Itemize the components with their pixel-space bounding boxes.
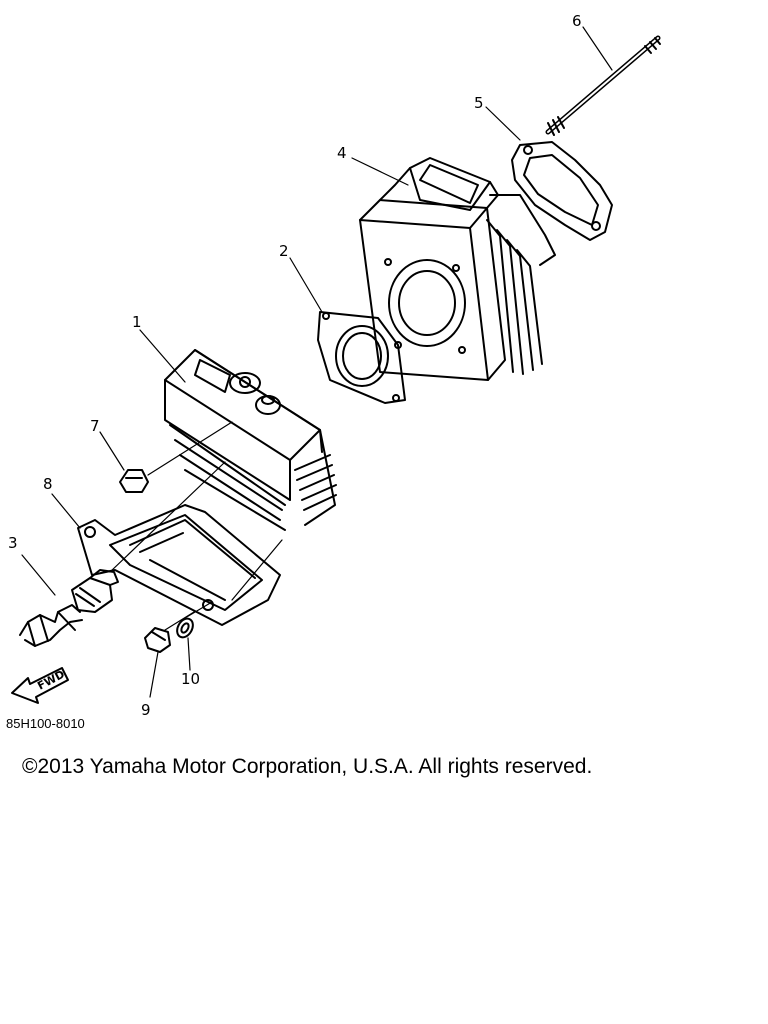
washer-part [176,617,194,639]
drawing-code: 85H100-8010 [6,716,85,731]
cylinder-part [359,157,556,381]
callout-4: 4 [337,144,347,162]
cap-nut-part [119,469,149,493]
exploded-parts-diagram: FWD [11,26,661,704]
callout-9: 9 [141,701,151,719]
callout-1: 1 [132,313,142,331]
bolt-part [144,627,171,653]
callout-3: 3 [8,534,18,552]
spark-plug-part [19,569,119,647]
fwd-arrow-icon [11,667,69,704]
stud-bolt-part [545,35,661,136]
callout-5: 5 [474,94,484,112]
plate-guard-part [77,504,281,626]
callout-2: 2 [279,242,289,260]
callout-6: 6 [572,12,582,30]
exhaust-gasket-part [511,141,613,241]
callout-10: 10 [181,670,201,688]
callout-8: 8 [43,475,53,493]
callout-7: 7 [90,417,100,435]
cylinder-gasket-part [317,311,406,404]
copyright-notice: ©2013 Yamaha Motor Corporation, U.S.A. A… [22,755,593,778]
cylinder-head-part [164,349,337,531]
leader-lines [21,26,613,698]
